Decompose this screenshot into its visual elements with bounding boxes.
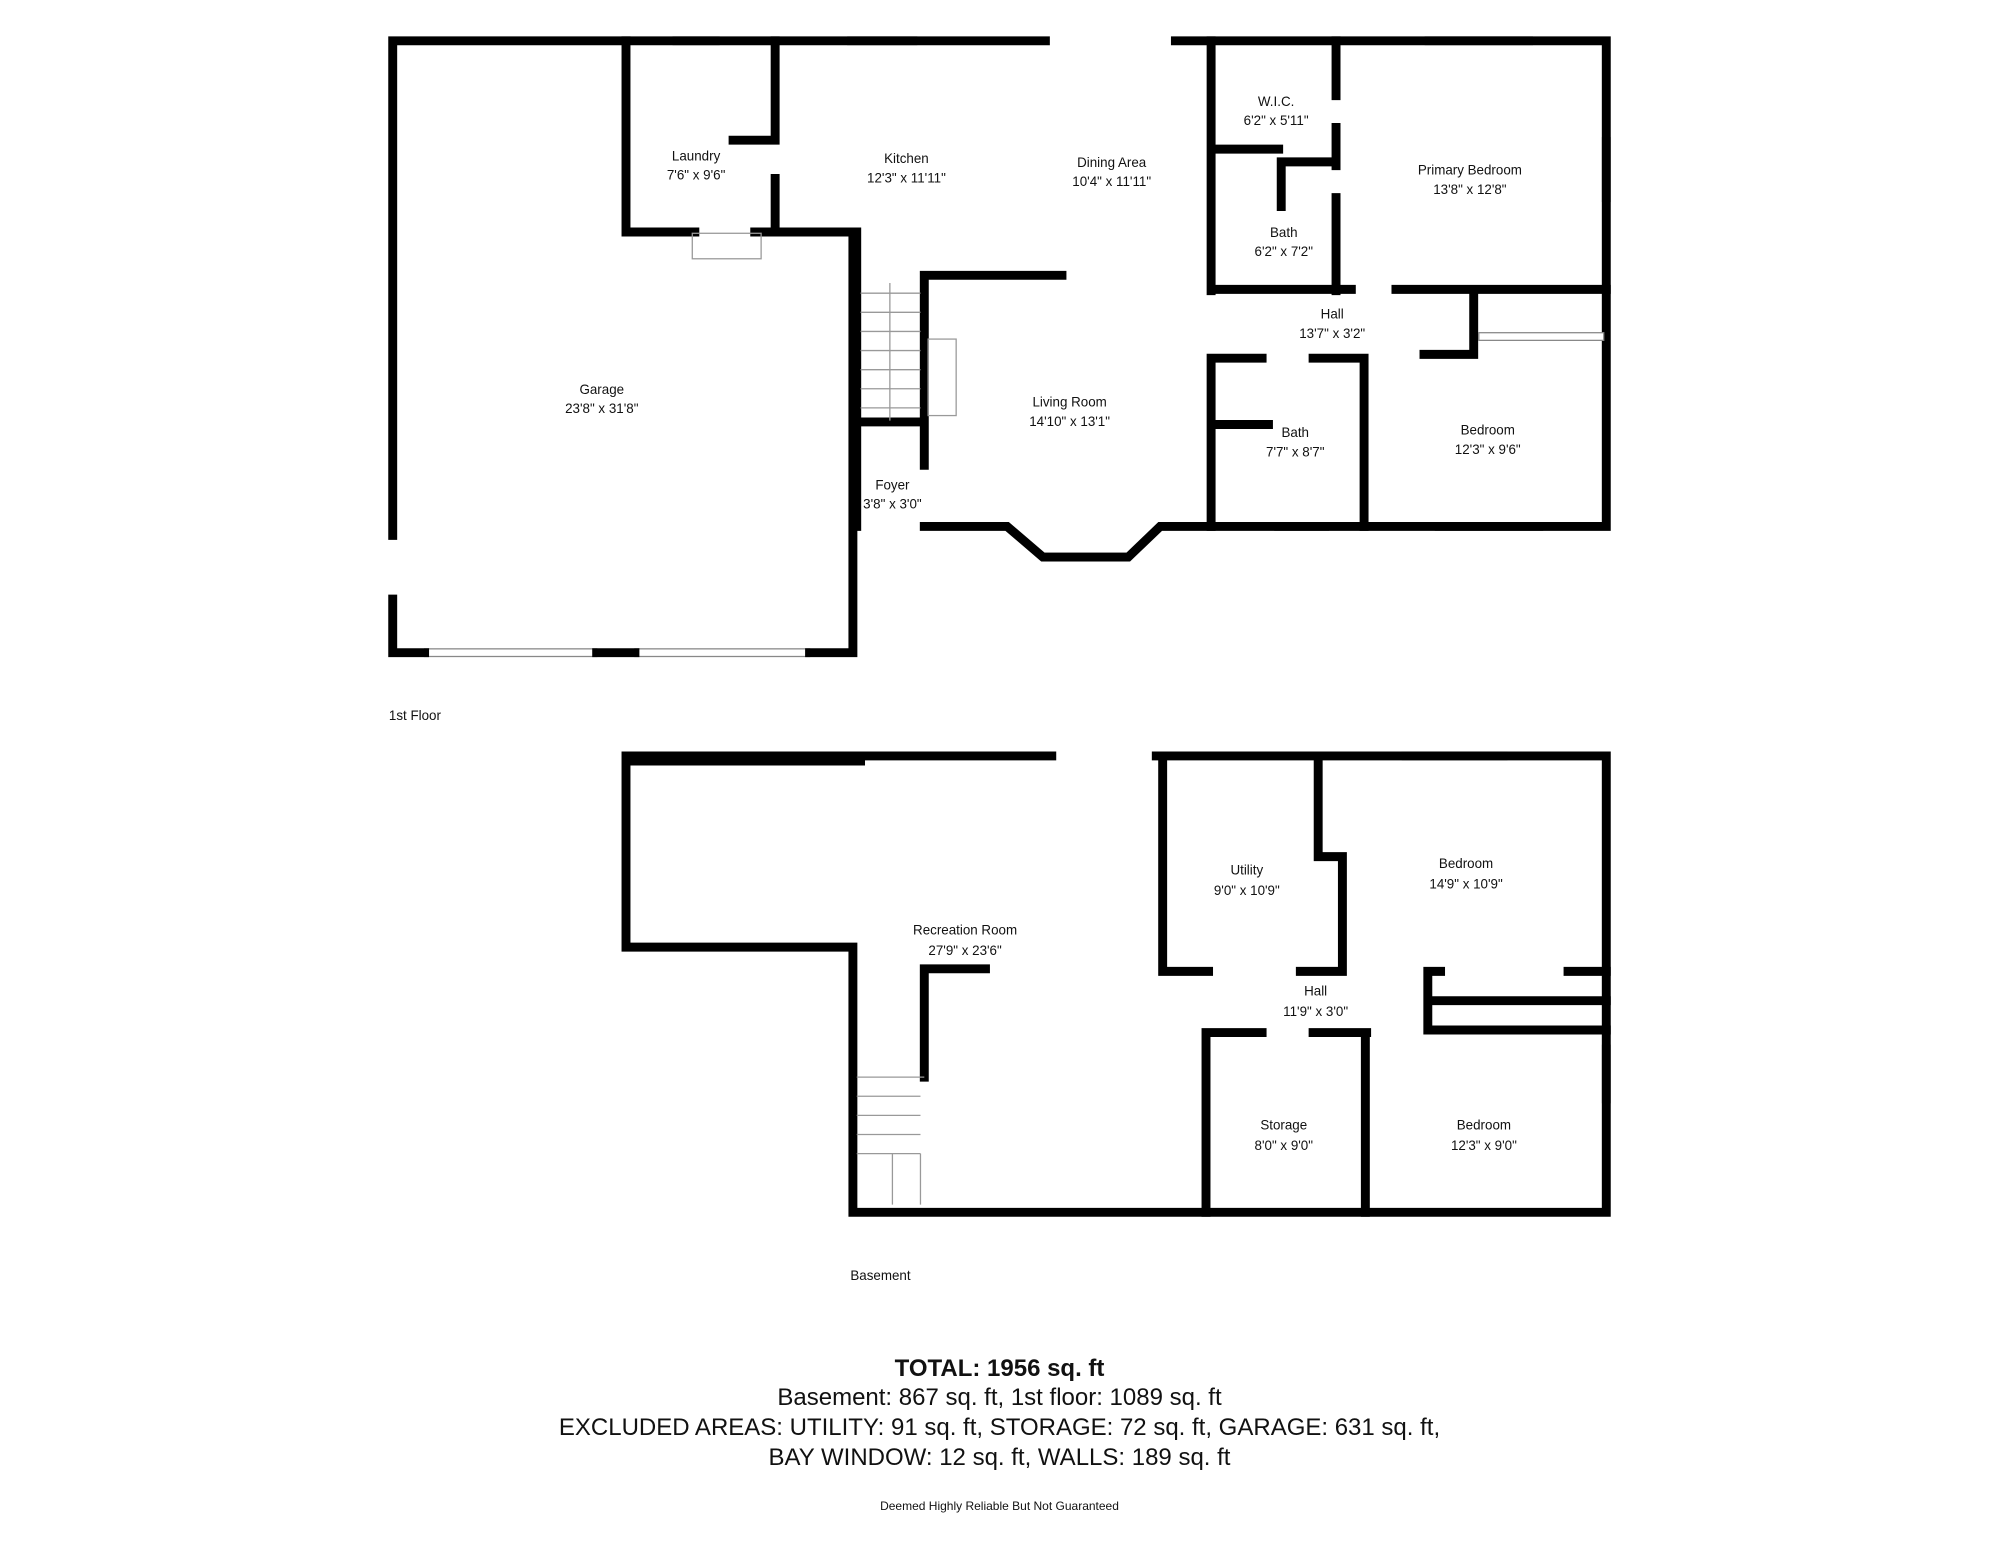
room-dims: 14'9" x 10'9": [1429, 877, 1503, 892]
room-dims: 11'9" x 3'0": [1283, 1004, 1348, 1019]
room-name: Hall: [1321, 307, 1344, 322]
room-name: Dining Area: [1077, 155, 1147, 170]
room-dims: 7'7" x 8'7": [1266, 444, 1325, 459]
room-name: Living Room: [1032, 395, 1106, 410]
room-dims: 10'4" x 11'11": [1072, 174, 1151, 189]
room-name: Primary Bedroom: [1418, 163, 1522, 178]
floor-label: Basement: [850, 1268, 911, 1283]
room-dims: 3'8" x 3'0": [863, 497, 922, 512]
room-name: Bedroom: [1439, 856, 1493, 871]
first-floor-walls: [388, 36, 1611, 658]
room-name: Foyer: [875, 478, 910, 493]
room-dims: 27'9" x 23'6": [928, 943, 1002, 958]
room-name: Hall: [1304, 984, 1327, 999]
floor-areas: Basement: 867 sq. ft, 1st floor: 1089 sq…: [777, 1384, 1222, 1411]
area-summary: TOTAL: 1956 sq. ft Basement: 867 sq. ft,…: [0, 1355, 1999, 1513]
room-name: Bedroom: [1461, 423, 1515, 438]
room-dims: 6'2" x 7'2": [1255, 244, 1314, 259]
room-dims: 7'6" x 9'6": [667, 168, 726, 183]
room-name: Laundry: [672, 149, 721, 164]
room-name: Bedroom: [1457, 1117, 1511, 1132]
staircase: [860, 282, 921, 421]
disclaimer: Deemed Highly Reliable But Not Guarantee…: [880, 1499, 1119, 1513]
basement-staircase: [856, 1076, 925, 1205]
room-name: Recreation Room: [913, 922, 1017, 937]
room-name: Bath: [1281, 425, 1309, 440]
excluded-areas: EXCLUDED AREAS: UTILITY: 91 sq. ft, STOR…: [558, 1414, 1441, 1441]
room-dims: 8'0" x 9'0": [1255, 1138, 1314, 1153]
room-dims: 6'2" x 5'11": [1244, 113, 1309, 128]
room-dims: 12'3" x 9'0": [1451, 1138, 1517, 1153]
room-dims: 12'3" x 9'6": [1455, 442, 1521, 457]
room-name: Bath: [1270, 225, 1298, 240]
basement-walls: [621, 751, 1611, 1217]
room-dims: 9'0" x 10'9": [1214, 883, 1280, 898]
fireplace: [927, 338, 957, 417]
first-floor-labels: Garage 23'8" x 31'8" Laundry 7'6" x 9'6"…: [389, 94, 1522, 723]
excluded-areas-cont: BAY WINDOW: 12 sq. ft, WALLS: 189 sq. ft: [768, 1444, 1231, 1471]
room-dims: 12'3" x 11'11": [867, 170, 946, 185]
room-name: Storage: [1260, 1117, 1307, 1132]
floor-label: 1st Floor: [389, 708, 442, 723]
room-name: Garage: [579, 382, 624, 397]
room-dims: 13'8" x 12'8": [1433, 182, 1507, 197]
room-dims: 13'7" x 3'2": [1299, 326, 1365, 341]
room-dims: 14'10" x 13'1": [1029, 414, 1110, 429]
room-name: Kitchen: [884, 151, 929, 166]
room-name: Utility: [1230, 862, 1263, 877]
total-area: TOTAL: 1956 sq. ft: [894, 1355, 1105, 1382]
room-name: W.I.C.: [1258, 94, 1294, 109]
basement-labels: Recreation Room 27'9" x 23'6" Utility 9'…: [850, 856, 1517, 1283]
room-dims: 23'8" x 31'8": [565, 401, 639, 416]
